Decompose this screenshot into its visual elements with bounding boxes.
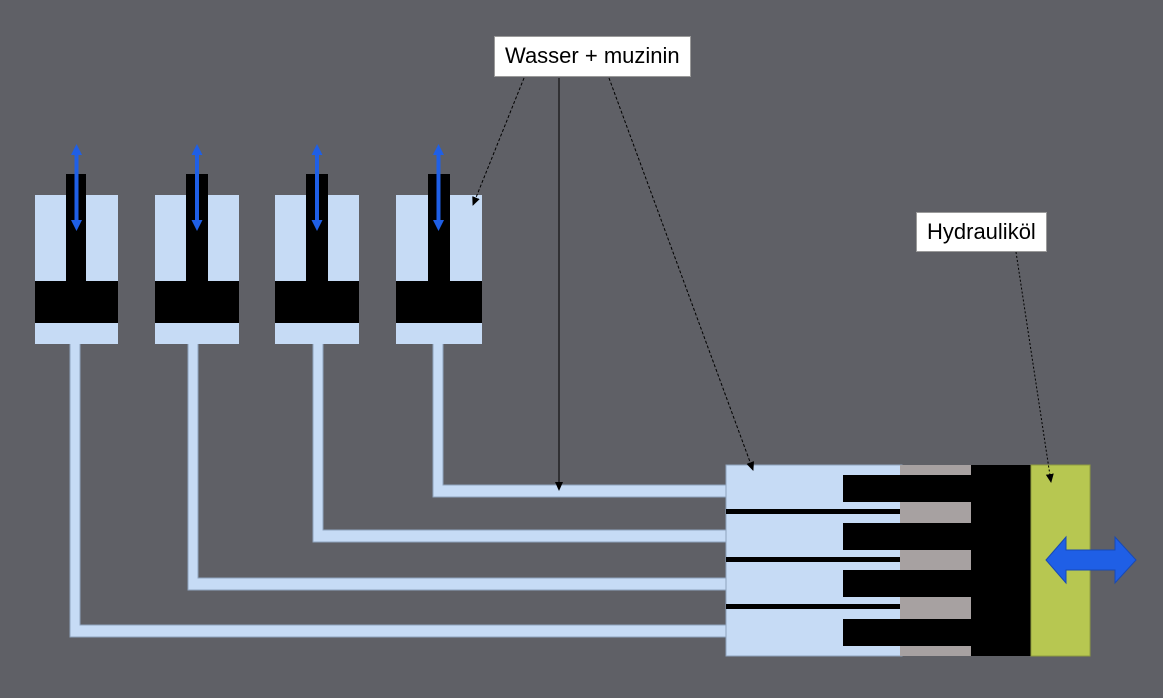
- water-mucin-label: Wasser + muzinin: [494, 36, 691, 77]
- actuator: [725, 464, 1137, 657]
- pipe-cylinder-3: [312, 342, 727, 543]
- cylinder-2: [155, 144, 239, 344]
- pipe-cylinder-4: [432, 342, 727, 498]
- pipe-cylinder-2: [187, 342, 727, 591]
- cylinder-1: [35, 144, 118, 344]
- callout-line-oil: [1015, 251, 1054, 483]
- double-arrow-vertical-icon: [191, 144, 203, 231]
- chamber-dividers: [726, 509, 900, 609]
- callout-lines-water: [472, 77, 754, 491]
- callout-line-cylinder: [472, 77, 525, 206]
- double-arrow-horizontal-icon: [1045, 535, 1137, 585]
- cylinder-3: [275, 144, 359, 344]
- double-arrow-vertical-icon: [433, 144, 444, 231]
- cylinder-4: [396, 144, 482, 344]
- piston-head: [971, 465, 1031, 656]
- callout-line-actuator: [608, 77, 754, 471]
- piston-rods: [843, 475, 971, 646]
- double-arrow-vertical-icon: [71, 144, 82, 231]
- double-arrow-vertical-icon: [311, 144, 323, 231]
- hydraulic-oil-label: Hydrauliköl: [916, 212, 1047, 252]
- water-pipes: [69, 342, 727, 638]
